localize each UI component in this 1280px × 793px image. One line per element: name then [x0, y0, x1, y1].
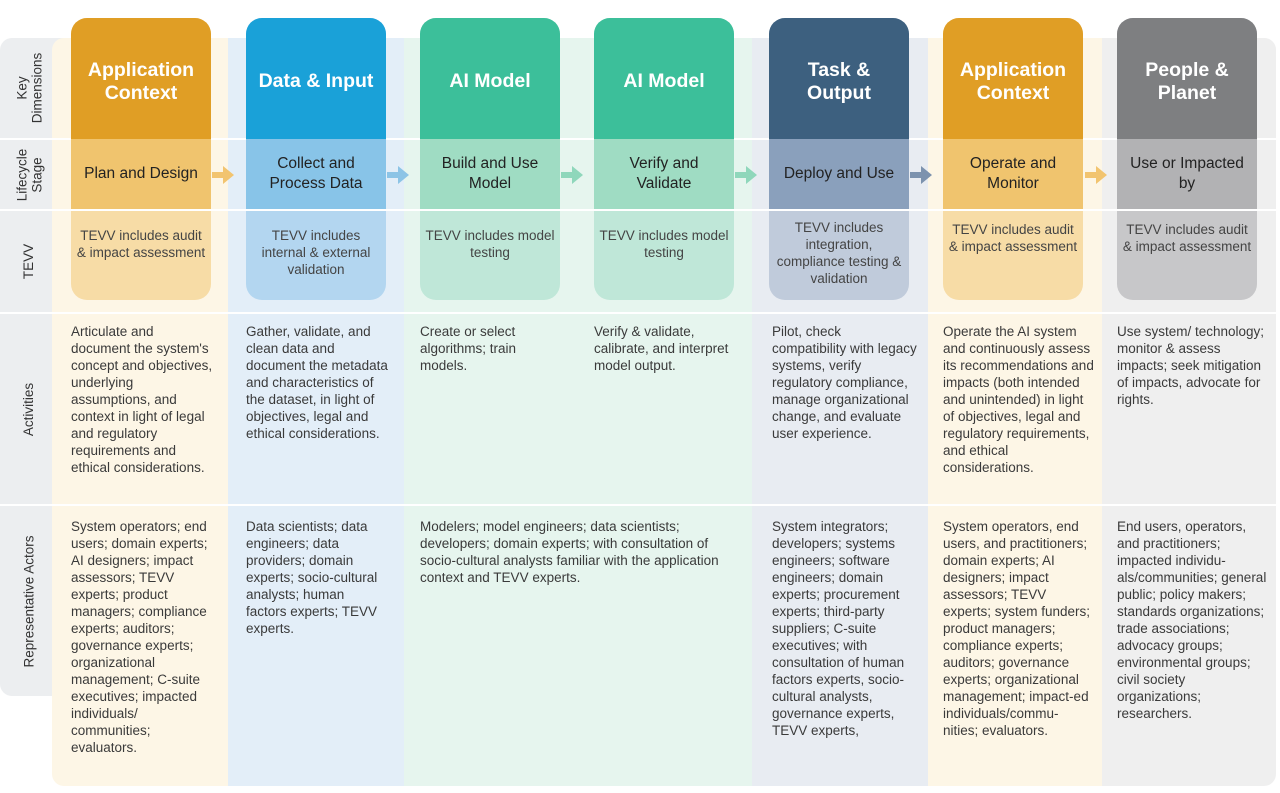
row-label-key-dimensions: Key Dimensions: [14, 52, 44, 124]
arrow-right-icon: [1085, 166, 1107, 184]
key-dimension-label: AI Model: [594, 18, 734, 139]
row-label-lifecycle-stage: Lifecycle Stage: [14, 148, 44, 201]
arrow-right-icon: [561, 166, 583, 184]
card-ai-model-build: AI Model Build and Use Model TEVV includ…: [420, 18, 560, 300]
lifecycle-stage-label: Operate and Monitor: [943, 139, 1083, 209]
arrow-right-icon: [910, 166, 932, 184]
card-divider: [943, 209, 1083, 211]
tevv-label: TEVV includes model testing: [599, 228, 729, 260]
lifecycle-stage-label: Build and Use Model: [420, 139, 560, 209]
card-application-context-plan: Application Context Plan and Design TEVV…: [71, 18, 211, 300]
key-dimension-label: Data & Input: [246, 18, 386, 139]
lifecycle-stage-label: Collect and Process Data: [246, 139, 386, 209]
actors-text: Data scientists; data engineers; data pr…: [246, 519, 378, 636]
card-divider: [71, 209, 211, 211]
activities-text: Verify & validate, calibrate, and interp…: [594, 324, 729, 373]
key-dimension-label: People & Planet: [1117, 18, 1257, 139]
tevv-label: TEVV includes audit & impact assessment: [76, 228, 206, 260]
row-label-representative-actors: Representative Actors: [21, 534, 37, 668]
tevv-label: TEVV includes audit & impact assessment: [948, 222, 1078, 254]
actors-text: System integrators; developers; systems …: [772, 519, 905, 738]
lifecycle-stage-label: Verify and Validate: [594, 139, 734, 209]
card-task-output-deploy: Task & Output Deploy and Use TEVV includ…: [769, 18, 909, 300]
actors-text: System operators; end users; domain expe…: [71, 519, 208, 755]
activities-text: Operate the AI system and continuously a…: [943, 324, 1094, 475]
activities-text: Use system/ technology; monitor & assess…: [1117, 324, 1265, 407]
arrow-right-icon: [212, 166, 234, 184]
tevv-label: TEVV includes integration, compliance te…: [776, 220, 902, 286]
tevv-label: TEVV includes internal & external valida…: [261, 228, 371, 277]
activities-text: Pilot, check compatibility with legacy s…: [772, 324, 917, 441]
card-divider: [594, 209, 734, 211]
separator-line: [0, 312, 1276, 314]
key-dimension-label: AI Model: [420, 18, 560, 139]
arrow-right-icon: [735, 166, 757, 184]
tevv-label: TEVV includes audit & impact assessment: [1122, 222, 1252, 254]
lifecycle-stage-label: Plan and Design: [71, 139, 211, 209]
actors-text: Modelers; model engineers; data scientis…: [420, 519, 719, 585]
card-ai-model-verify: AI Model Verify and Validate TEVV includ…: [594, 18, 734, 300]
row-label-tevv: TEVV: [21, 243, 37, 280]
key-dimension-label: Task & Output: [769, 18, 909, 139]
lifecycle-stage-label: Use or Impacted by: [1117, 139, 1257, 209]
key-dimension-label: Application Context: [71, 18, 211, 139]
card-data-input-collect: Data & Input Collect and Process Data TE…: [246, 18, 386, 300]
card-people-planet-use: People & Planet Use or Impacted by TEVV …: [1117, 18, 1257, 300]
activities-text: Articulate and document the system's con…: [71, 324, 213, 475]
card-divider: [420, 209, 560, 211]
lifecycle-stage-label: Deploy and Use: [769, 139, 909, 209]
key-dimension-label: Application Context: [943, 18, 1083, 139]
card-application-context-operate: Application Context Operate and Monitor …: [943, 18, 1083, 300]
separator-line: [0, 504, 1276, 506]
arrow-right-icon: [387, 166, 409, 184]
activities-text: Create or select algorithms; train model…: [420, 324, 517, 373]
card-divider: [246, 209, 386, 211]
row-label-activities: Activities: [21, 382, 37, 436]
activities-text: Gather, validate, and clean data and doc…: [246, 324, 388, 441]
tevv-label: TEVV includes model testing: [425, 228, 555, 260]
card-divider: [769, 209, 909, 211]
card-divider: [1117, 209, 1257, 211]
actors-text: System operators, end users, and practit…: [943, 519, 1091, 738]
actors-text: End users, operators, and practitioners;…: [1117, 519, 1267, 721]
